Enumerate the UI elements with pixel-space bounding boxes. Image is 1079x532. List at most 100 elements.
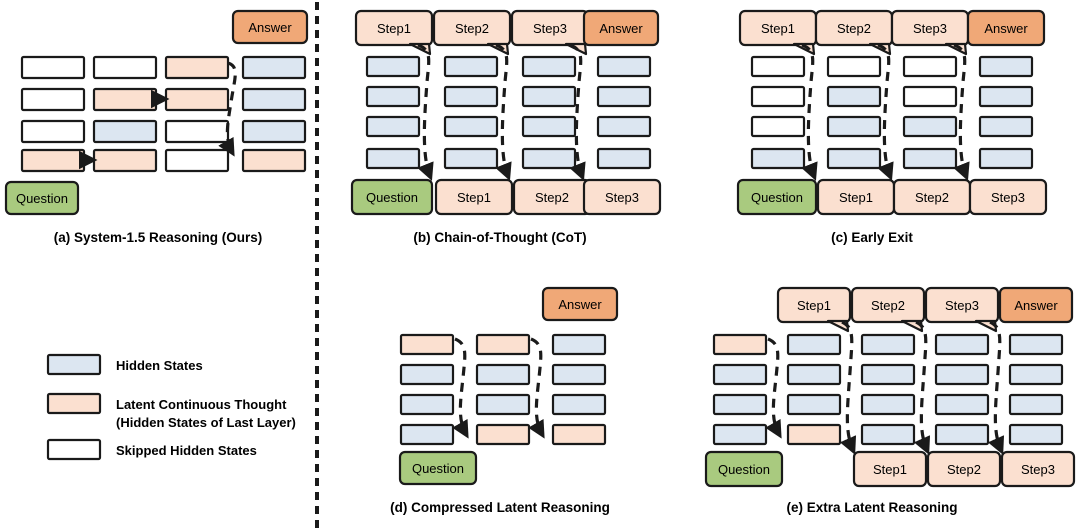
panel-d-column-3 — [551, 333, 607, 446]
panel-d-bottom-label-1[interactable]: Question — [398, 450, 478, 486]
cell-skipped — [902, 85, 958, 108]
cell-hidden-states — [241, 55, 307, 80]
label-text: Answer — [984, 21, 1028, 36]
panel-e-bottom-label-2[interactable]: Step1 — [852, 450, 928, 488]
label-box — [350, 178, 434, 216]
panel-d-column-2 — [475, 333, 531, 446]
cell-hidden-states — [860, 333, 916, 356]
flow-arrow-dashed — [953, 43, 970, 181]
flow-arrow-dashed — [765, 337, 782, 439]
panel-d-top-label-1[interactable]: Answer — [541, 286, 619, 322]
cell-hidden-states — [92, 119, 158, 144]
label-box — [582, 178, 662, 216]
cell-hidden-states — [1008, 393, 1064, 416]
panel-c-bottom-label-4[interactable]: Step3 — [968, 178, 1048, 216]
label-text: Step3 — [1021, 462, 1055, 477]
panel-b-bottom-label-1[interactable]: Question — [350, 178, 434, 216]
cell-hidden-states — [786, 363, 842, 386]
panel-a-top-label-1[interactable]: Answer — [231, 9, 309, 45]
label-text: Answer — [248, 20, 292, 35]
legend-label: Skipped Hidden States — [116, 443, 257, 458]
label-text: Question — [16, 191, 68, 206]
flow-arrow-dashed — [528, 337, 545, 439]
legend-item-2: Latent Continuous Thought(Hidden States … — [46, 392, 296, 430]
cell-hidden-states — [551, 393, 607, 416]
panel-c-top-label-2[interactable]: Step2 — [814, 9, 894, 56]
panel-c-top-label-1[interactable]: Step1 — [738, 9, 818, 56]
cell-latent-thought — [164, 55, 230, 80]
panel-e-top-label-2[interactable]: Step2 — [850, 286, 926, 333]
label-box — [852, 450, 928, 488]
flow-arrow-dashed — [877, 43, 894, 181]
cell-hidden-states — [241, 119, 307, 144]
cell-hidden-states — [521, 147, 577, 170]
flow-arrow-dashed — [452, 337, 469, 439]
legend-swatch-hidden-states — [46, 353, 102, 376]
label-box — [582, 9, 660, 47]
cell-latent-thought — [92, 87, 158, 112]
cell-hidden-states — [241, 87, 307, 112]
panel-e-top-label-1[interactable]: Step1 — [776, 286, 852, 333]
label-text: Question — [412, 461, 464, 476]
cell-hidden-states — [443, 55, 499, 78]
panel-e-bottom-label-4[interactable]: Step3 — [1000, 450, 1076, 488]
panel-c-bottom-label-2[interactable]: Step1 — [816, 178, 896, 216]
cell-skipped — [20, 87, 86, 112]
label-box — [968, 178, 1048, 216]
cell-hidden-states — [1008, 363, 1064, 386]
label-box — [432, 9, 512, 47]
cell-hidden-states — [712, 423, 768, 446]
cell-latent-thought — [712, 333, 768, 356]
cell-hidden-states — [475, 363, 531, 386]
cell-skipped — [902, 55, 958, 78]
cell-hidden-states — [934, 363, 990, 386]
panel-e-bottom-label-1[interactable]: Question — [704, 450, 784, 488]
cell-hidden-states — [596, 147, 652, 170]
cell-hidden-states — [860, 423, 916, 446]
label-text: Step2 — [837, 21, 871, 36]
cell-hidden-states — [443, 115, 499, 138]
cell-latent-thought — [20, 148, 86, 173]
panel-a-bottom-label-1[interactable]: Question — [4, 180, 80, 216]
cell-hidden-states — [551, 333, 607, 356]
cell-hidden-states — [596, 85, 652, 108]
panel-b-bottom-label-2[interactable]: Step1 — [434, 178, 514, 216]
flow-arrow-dashed — [218, 61, 237, 157]
panel-c-bottom-label-3[interactable]: Step2 — [892, 178, 972, 216]
cell-hidden-states — [443, 147, 499, 170]
label-box — [1000, 450, 1076, 488]
legend-item-1: Hidden States — [46, 353, 203, 376]
panel-c-bottom-label-1[interactable]: Question — [736, 178, 818, 216]
panel-c-top-label-4[interactable]: Answer — [966, 9, 1046, 47]
cell-hidden-states — [826, 147, 882, 170]
panel-b-top-label-4[interactable]: Answer — [582, 9, 660, 47]
cell-hidden-states — [786, 393, 842, 416]
panel-e-top-label-3[interactable]: Step3 — [924, 286, 1000, 333]
panel-b-bottom-label-4[interactable]: Step3 — [582, 178, 662, 216]
label-text: Step1 — [873, 462, 907, 477]
label-box — [776, 286, 852, 324]
cell-skipped — [92, 55, 158, 80]
label-box — [231, 9, 309, 45]
label-text: Step2 — [455, 21, 489, 36]
cell-hidden-states — [786, 333, 842, 356]
flow-arrow-dashed — [987, 320, 1005, 455]
panel-e-bottom-label-3[interactable]: Step2 — [926, 450, 1002, 488]
panel-e-top-label-4[interactable]: Answer — [998, 286, 1074, 324]
panel-b-bottom-label-3[interactable]: Step2 — [512, 178, 592, 216]
panel-c-column-4 — [978, 55, 1034, 170]
cell-hidden-states — [399, 393, 455, 416]
cell-hidden-states — [365, 147, 421, 170]
cell-hidden-states — [365, 115, 421, 138]
panel-e-column-5 — [1008, 333, 1064, 446]
cell-hidden-states — [978, 147, 1034, 170]
cell-hidden-states — [860, 363, 916, 386]
flow-arrow-dashed — [495, 43, 512, 181]
legend-swatch-latent-thought — [46, 392, 102, 415]
panel-b-column-1 — [365, 55, 421, 170]
cell-latent-thought — [786, 423, 842, 446]
cell-hidden-states — [551, 363, 607, 386]
panel-b-top-label-2[interactable]: Step2 — [432, 9, 512, 56]
